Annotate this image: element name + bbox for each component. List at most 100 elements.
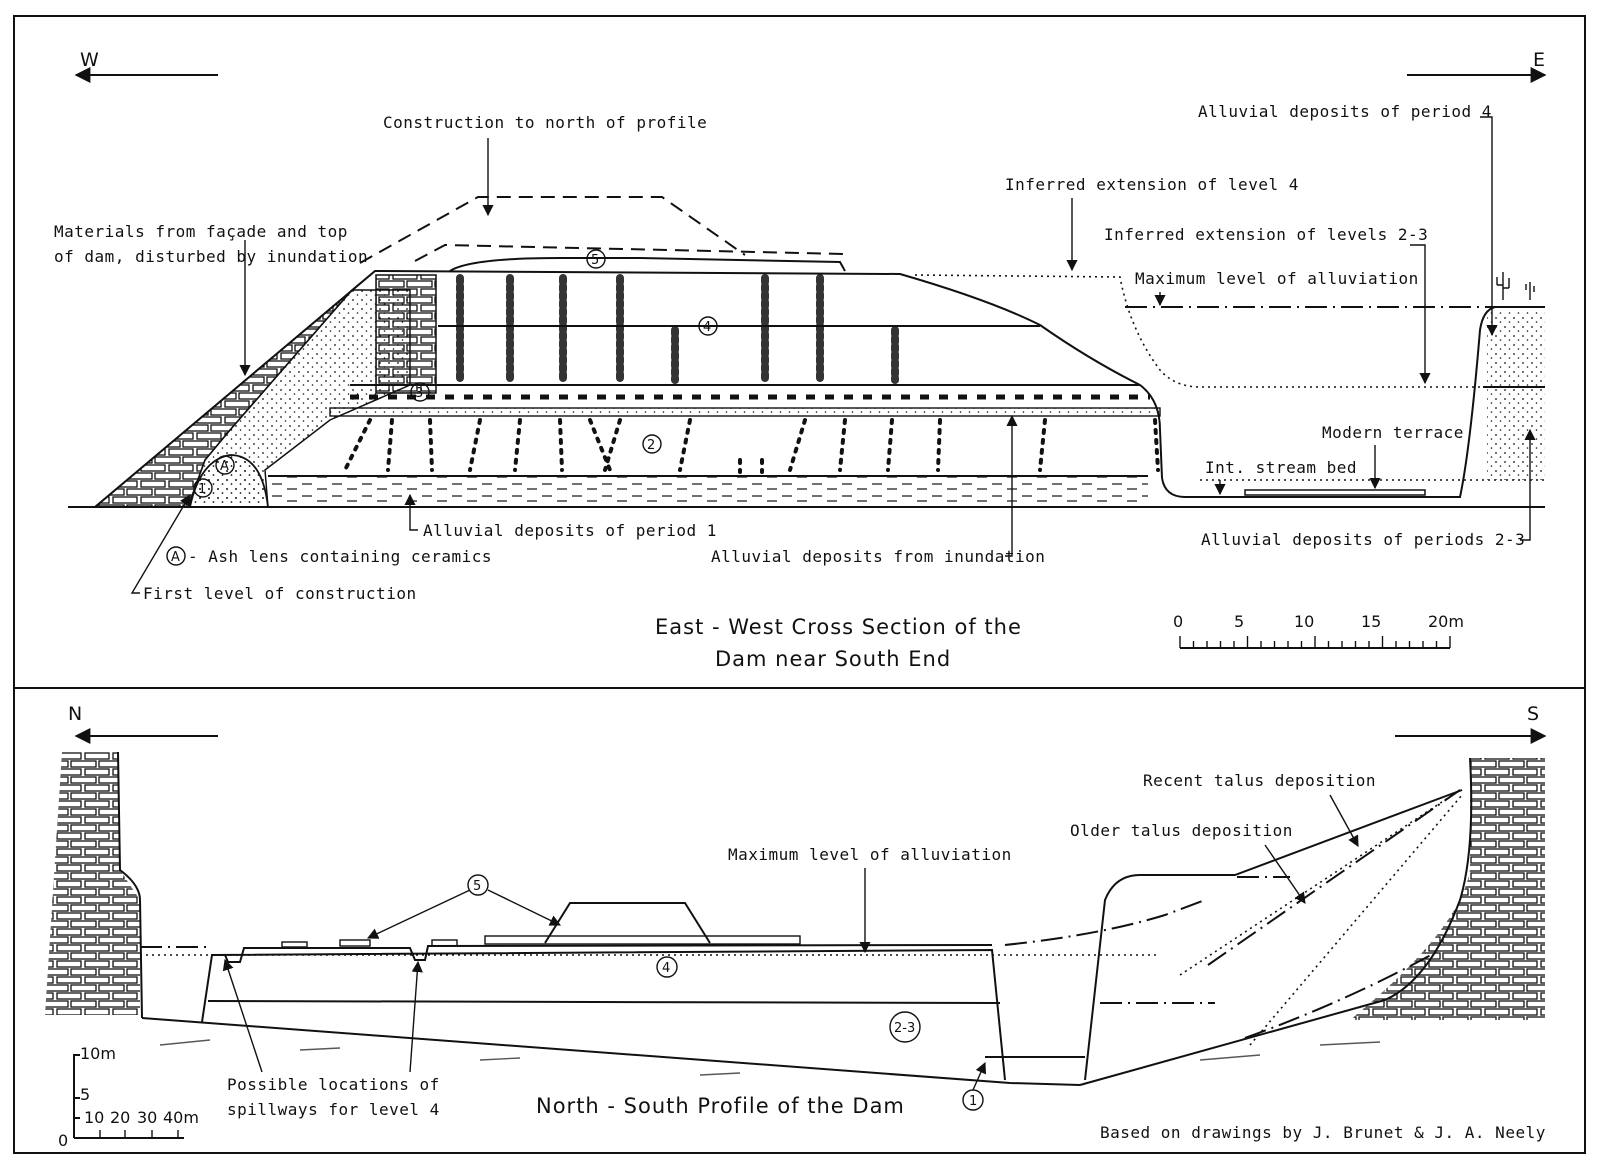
- level4-fill-columns: [456, 274, 899, 384]
- marker-4-top: 4: [698, 316, 718, 336]
- svg-text:5: 5: [80, 1085, 90, 1104]
- construction-north-inner: [414, 243, 846, 262]
- marker-3-top: 3: [410, 382, 430, 402]
- stream-channel: [1161, 306, 1545, 498]
- svg-text:2: 2: [647, 438, 655, 453]
- older-talus-dashdot: [1004, 899, 1206, 946]
- label-older-talus: Older talus deposition: [1070, 821, 1293, 840]
- older-talus-mound: [1084, 789, 1463, 1081]
- alluvial-period1-band: [268, 476, 1148, 507]
- arrow-inferred-levels23: [1410, 244, 1431, 385]
- svg-text:0: 0: [1173, 612, 1183, 631]
- west-label: W: [80, 49, 99, 71]
- dam-surface-bumps: [212, 944, 993, 963]
- bottom-panel-frame: [13, 687, 1586, 1154]
- level2-fill-columns: [343, 418, 1160, 474]
- arrow-recent-talus: [1329, 794, 1359, 847]
- arrow-1-bottom: [972, 1061, 987, 1091]
- label-alluvial-periods23: Alluvial deposits of periods 2-3: [1201, 530, 1525, 549]
- label-spillways-1: Possible locations of: [227, 1075, 440, 1094]
- marker-5-bottom: 5: [467, 874, 489, 896]
- marker-5-top: 5: [586, 249, 606, 269]
- spillway-notches: [281, 935, 801, 948]
- label-inferred-level4: Inferred extension of level 4: [1005, 175, 1299, 194]
- svg-text:10: 10: [1294, 612, 1314, 631]
- dam-profile-body: [201, 948, 1006, 1081]
- svg-text:2-3: 2-3: [894, 1021, 915, 1036]
- label-recent-talus: Recent talus deposition: [1143, 771, 1376, 790]
- svg-text:20m: 20m: [1428, 612, 1464, 631]
- scale-bar-bottom: 10m 5 0 10 20 30 40m: [58, 1044, 199, 1150]
- svg-text:5: 5: [591, 253, 599, 268]
- scale-bar-top: 0 5 10 15 20m: [1173, 612, 1464, 649]
- label-int-stream-bed: Int. stream bed: [1205, 458, 1357, 477]
- arrow-alluvial-period1: [404, 493, 418, 531]
- level5-mound-bottom: [544, 902, 711, 944]
- label-alluvial-inundation: Alluvial deposits from inundation: [711, 547, 1045, 566]
- marker-2-top: 2: [642, 434, 662, 454]
- north-cliff-brick: [45, 752, 140, 1015]
- label-max-alluviation-top: Maximum level of alluviation: [1135, 269, 1419, 288]
- arrow-5-right: [487, 889, 562, 926]
- valley-floor-hatch: [159, 1039, 1381, 1076]
- bottom-title: North - South Profile of the Dam: [536, 1094, 905, 1118]
- label-alluvial-period4: Alluvial deposits of period 4: [1198, 102, 1492, 121]
- svg-text:1: 1: [198, 482, 206, 497]
- talus-dashdot-low: [1244, 949, 1441, 1039]
- recent-talus-line: [1207, 789, 1461, 966]
- svg-text:A: A: [220, 459, 229, 474]
- south-cliff-brick: [1350, 758, 1545, 1020]
- marker-A-top: A: [215, 455, 235, 475]
- arrow-spillway-2: [409, 960, 423, 1073]
- svg-text:15: 15: [1361, 612, 1381, 631]
- label-materials-2: of dam, disturbed by inundation: [54, 247, 368, 266]
- label-materials-1: Materials from façade and top: [54, 222, 348, 241]
- label-ash-lens: - Ash lens containing ceramics: [188, 547, 492, 566]
- svg-text:40m: 40m: [163, 1108, 199, 1127]
- svg-text:4: 4: [703, 320, 711, 335]
- level5-cap: [449, 257, 846, 272]
- arrow-alluvial-periods23: [1520, 428, 1536, 541]
- core-brick-column: [375, 274, 437, 394]
- top-title-line2: Dam near South End: [715, 647, 951, 671]
- svg-text:30: 30: [137, 1108, 157, 1127]
- label-first-level: First level of construction: [143, 584, 417, 603]
- label-alluvial-period1: Alluvial deposits of period 1: [423, 521, 717, 540]
- label-construction-north: Construction to north of profile: [383, 113, 707, 132]
- arrow-alluvial-inundation: [1005, 414, 1018, 557]
- svg-text:A: A: [171, 550, 180, 565]
- south-cliff-edge: [1079, 757, 1473, 1086]
- svg-text:3: 3: [415, 386, 423, 401]
- svg-text:20: 20: [110, 1108, 130, 1127]
- label-max-alluviation-bottom: Maximum level of alluviation: [728, 845, 1012, 864]
- label-inferred-levels23: Inferred extension of levels 2-3: [1104, 225, 1428, 244]
- arrow-alluvial-period4: [1480, 116, 1498, 337]
- modern-terrace: [1244, 489, 1426, 496]
- top-title-line1: East - West Cross Section of the: [655, 615, 1022, 639]
- label-modern-terrace: Modern terrace: [1322, 423, 1464, 442]
- arrow-first-level: [130, 494, 191, 594]
- level-23-top-line: [207, 1000, 1001, 1004]
- marker-23-bottom: 2-3: [889, 1011, 921, 1043]
- svg-text:10m: 10m: [80, 1044, 116, 1063]
- marker-4-bottom: 4: [656, 956, 678, 978]
- svg-text:5: 5: [473, 879, 481, 894]
- east-label: E: [1533, 49, 1545, 71]
- north-label: N: [68, 703, 82, 725]
- svg-text:4: 4: [662, 961, 670, 976]
- svg-text:10: 10: [84, 1108, 104, 1127]
- arrow-older-talus: [1264, 844, 1306, 904]
- valley-floor: [141, 1017, 1081, 1086]
- label-spillways-2: spillways for level 4: [227, 1100, 440, 1119]
- south-label: S: [1527, 703, 1539, 725]
- svg-text:0: 0: [58, 1131, 68, 1150]
- marker-1-bottom: 1: [962, 1089, 984, 1111]
- ash-lens-marker: A: [166, 546, 186, 566]
- svg-text:5: 5: [1234, 612, 1244, 631]
- credit-text: Based on drawings by J. Brunet & J. A. N…: [1100, 1123, 1546, 1142]
- east-bank-deposits: [1487, 310, 1545, 480]
- arrow-5-left: [366, 889, 471, 939]
- arrow-spillway-1: [222, 958, 263, 1073]
- recent-talus-dots: [1179, 789, 1463, 1046]
